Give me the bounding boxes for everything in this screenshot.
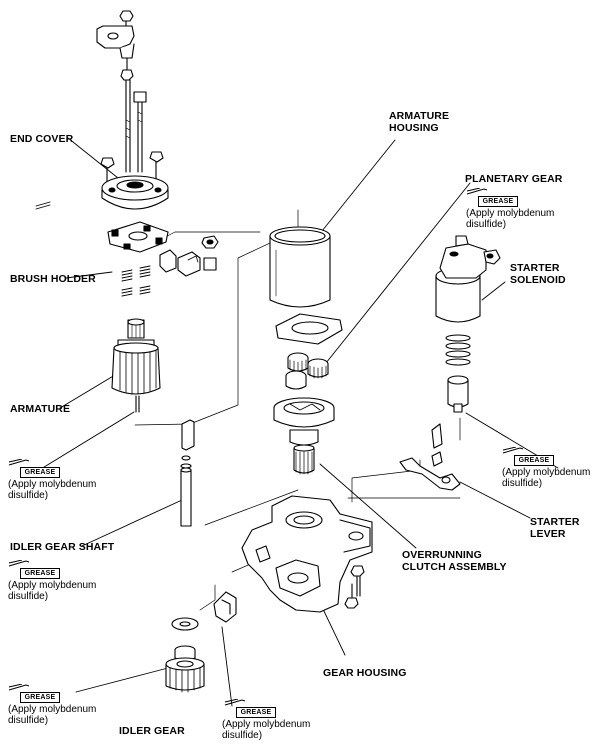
label-brush-holder: BRUSH HOLDER <box>10 273 96 285</box>
grease-note-idler-shaft: (Apply molybdenum disulfide) <box>8 580 97 602</box>
grease-note-lever: (Apply molybdenum disulfide) <box>502 467 591 489</box>
label-armature: ARMATURE <box>10 403 71 415</box>
grease-tag-label: GREASE <box>514 455 554 466</box>
end-cover <box>101 175 169 210</box>
brush-holder <box>107 221 219 277</box>
overrunning-clutch <box>273 397 335 475</box>
grease-tag-planetary: GREASE <box>466 188 518 207</box>
grease-note-idler-gear: (Apply molybdenum disulfide) <box>8 704 97 726</box>
leader-lines <box>35 137 559 707</box>
grease-tag-armature: GREASE <box>8 459 60 478</box>
grease-note-armature: (Apply molybdenum disulfide) <box>8 479 97 501</box>
label-starter-solenoid: STARTER SOLENOID <box>510 262 566 286</box>
label-starter-lever: STARTER LEVER <box>530 516 580 540</box>
idler-gear <box>165 617 205 693</box>
grease-tube-icons <box>35 201 51 210</box>
label-idler-gear: IDLER GEAR <box>119 725 185 737</box>
grease-tube-icon <box>466 188 488 195</box>
grease-tag-fork: GREASE <box>224 699 276 718</box>
grease-tag-lever: GREASE <box>502 447 554 466</box>
gear-housing <box>241 495 373 613</box>
end-cover-screws <box>100 151 164 185</box>
grease-tube-icon <box>502 447 524 454</box>
gear-housing-bolts <box>344 565 365 609</box>
grease-note-fork: (Apply molybdenum disulfide) <box>222 719 311 741</box>
armature-housing <box>269 226 331 308</box>
starter-lever <box>399 423 461 491</box>
label-armature-housing: ARMATURE HOUSING <box>389 110 450 134</box>
grease-tag-label: GREASE <box>478 196 518 207</box>
through-bolts <box>125 79 147 173</box>
grease-tag-label: GREASE <box>20 467 60 478</box>
grease-tag-label: GREASE <box>20 568 60 579</box>
grease-tube-icon <box>224 699 246 706</box>
starter-solenoid <box>435 235 501 323</box>
label-overrunning-clutch: OVERRUNNING CLUTCH ASSEMBLY <box>402 549 507 573</box>
grease-tag-label: GREASE <box>20 692 60 703</box>
grease-tag-label: GREASE <box>236 707 276 718</box>
grease-tag-idler-shaft: GREASE <box>8 560 60 579</box>
grease-tube-icon <box>8 459 30 466</box>
solenoid-plunger <box>445 334 471 413</box>
idler-fork <box>213 591 237 623</box>
label-gear-housing: GEAR HOUSING <box>323 667 407 679</box>
ring-plate <box>275 313 343 345</box>
grease-tag-idler-gear: GREASE <box>8 684 60 703</box>
idler-gear-shaft <box>180 419 195 527</box>
grease-tube-icon <box>8 684 30 691</box>
grease-tube-icon <box>8 560 30 567</box>
label-end-cover: END COVER <box>10 133 74 145</box>
label-idler-gear-shaft: IDLER GEAR SHAFT <box>10 541 115 553</box>
planetary-gears <box>285 352 329 390</box>
label-planetary-gear: PLANETARY GEAR <box>465 173 563 185</box>
top-bolt-bracket <box>96 10 135 81</box>
brush-springs <box>121 265 151 297</box>
armature <box>111 318 161 413</box>
grease-note-planetary: (Apply molybdenum disulfide) <box>466 208 555 230</box>
